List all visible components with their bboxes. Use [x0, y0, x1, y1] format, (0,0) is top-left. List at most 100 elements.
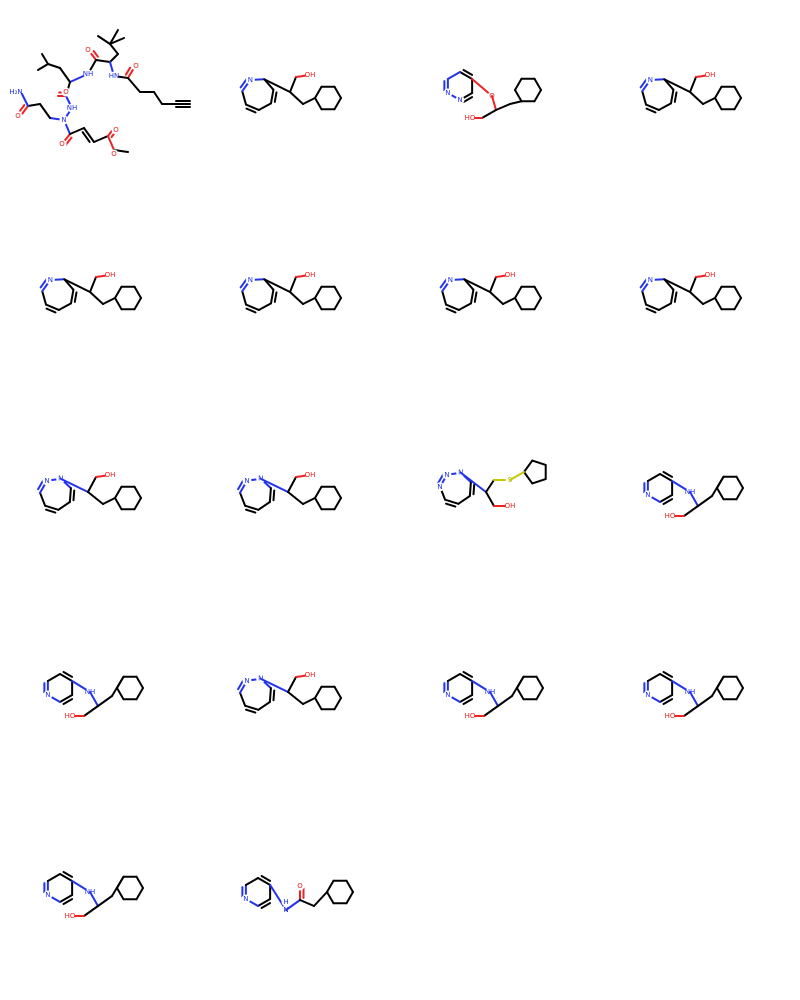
- nitrogen-atom: N: [48, 276, 53, 284]
- carbonyl-oxygen: O: [297, 882, 303, 890]
- bond: [62, 671, 74, 678]
- bond: [89, 691, 99, 707]
- bond: [59, 894, 74, 903]
- bond: [689, 291, 704, 305]
- hydroxyl-group: OH: [305, 71, 316, 79]
- bond: [659, 694, 674, 703]
- bond: [73, 291, 78, 303]
- bond: [326, 891, 335, 905]
- bond: [462, 69, 474, 76]
- bond: [485, 491, 495, 507]
- hydroxyl-group: HO: [65, 712, 76, 720]
- bond: [459, 71, 474, 80]
- bond: [514, 77, 523, 91]
- bond: [662, 671, 674, 678]
- bond: [735, 675, 744, 689]
- bond: [287, 491, 304, 505]
- bond: [523, 471, 534, 485]
- hydroxyl-group: HO: [665, 712, 676, 720]
- bond: [59, 873, 74, 882]
- bond: [45, 508, 57, 514]
- bond: [241, 90, 247, 106]
- bond: [37, 63, 49, 71]
- bond: [59, 67, 71, 83]
- bond: [711, 475, 725, 497]
- bond: [39, 103, 51, 119]
- bond: [269, 288, 275, 305]
- bond: [314, 685, 323, 699]
- o-co1: O: [63, 88, 69, 96]
- bond: [531, 459, 547, 466]
- bond: [689, 491, 699, 507]
- bond: [657, 302, 672, 311]
- bond: [62, 871, 74, 878]
- bond: [289, 91, 304, 105]
- bond: [689, 91, 704, 105]
- bond: [314, 85, 323, 99]
- bond: [511, 675, 525, 697]
- bond: [259, 477, 289, 493]
- bond: [314, 285, 323, 299]
- bond: [333, 697, 342, 711]
- bond: [716, 687, 725, 701]
- bond: [491, 95, 497, 111]
- bond: [462, 671, 474, 678]
- pyridine-nitrogen-atom: N: [243, 895, 248, 903]
- nitrogen-atom: N: [244, 477, 249, 485]
- bond: [109, 29, 119, 45]
- bond: [735, 475, 744, 489]
- bond: [135, 687, 144, 701]
- bond: [97, 895, 113, 907]
- bond: [302, 697, 316, 705]
- bond: [514, 89, 523, 103]
- bond: [257, 701, 271, 711]
- bond: [535, 675, 544, 689]
- bond: [314, 697, 323, 711]
- hydroxyl-group: OH: [305, 471, 316, 479]
- bond: [481, 109, 497, 119]
- bond: [289, 76, 297, 93]
- bond: [133, 497, 142, 511]
- bond: [272, 689, 276, 702]
- bond: [89, 891, 99, 907]
- nitrogen-atom: N: [244, 677, 249, 685]
- bond: [92, 50, 99, 58]
- molecule-structure: NOH: [239, 270, 342, 314]
- bond: [445, 307, 457, 314]
- bond: [239, 691, 247, 707]
- pyrimidine-nitrogen-1: N: [445, 89, 450, 97]
- bond: [659, 494, 674, 503]
- bond: [46, 873, 61, 882]
- bond: [459, 673, 474, 682]
- bond: [716, 487, 725, 501]
- bond: [645, 107, 657, 114]
- bond: [659, 673, 674, 682]
- bond: [437, 473, 444, 485]
- bond: [127, 67, 135, 79]
- bond: [87, 476, 97, 493]
- bond: [533, 297, 542, 311]
- bond: [333, 685, 342, 699]
- bond: [489, 691, 499, 707]
- bond: [59, 694, 74, 703]
- nh1: NH: [83, 70, 94, 78]
- bond: [114, 485, 123, 499]
- bond: [497, 695, 513, 707]
- bond: [314, 297, 323, 311]
- pyridine-nitrogen-atom: N: [445, 691, 450, 699]
- bond: [662, 698, 674, 705]
